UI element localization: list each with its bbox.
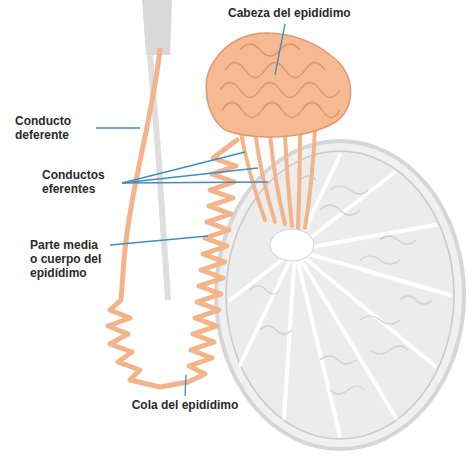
- part-label: Cola del epidídimo: [110, 398, 260, 412]
- part-label: Cabeza del epidídimo: [228, 6, 398, 20]
- part-label: Parte media o cuerpo del epidídimo: [30, 238, 108, 280]
- part-label: Conducto deferente: [15, 114, 95, 142]
- part-label: Conductos eferentes: [42, 168, 122, 196]
- leader-lines: [96, 24, 285, 396]
